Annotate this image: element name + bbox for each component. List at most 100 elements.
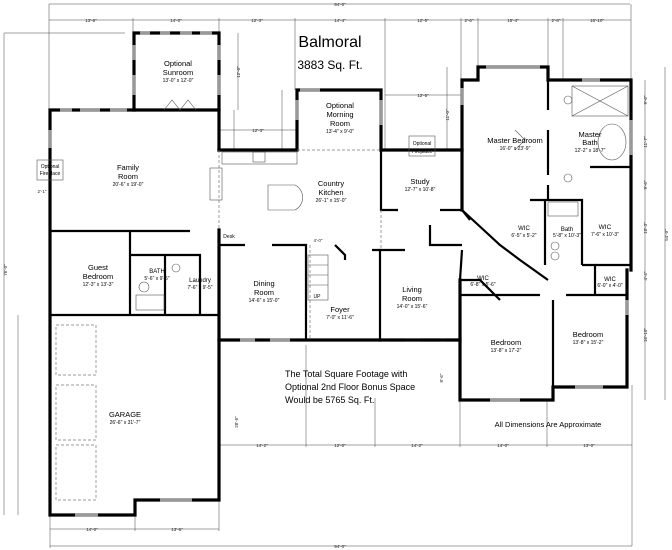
- wic-3-label: WIC: [477, 276, 489, 282]
- fireplace-left-label-1: Optional: [41, 164, 60, 170]
- morning-room-label-2: Morning: [326, 110, 353, 119]
- note-line-3: Would be 5765 Sq. Ft.: [285, 395, 374, 405]
- dimension-lines: [3, 3, 666, 548]
- square-footage: 3883 Sq. Ft.: [297, 58, 362, 72]
- dim-top: 2'-8": [552, 18, 561, 23]
- dim-top: 15'-4": [507, 18, 519, 23]
- dim-overall-top: 94'-0": [334, 2, 346, 7]
- dim-top: 14'-0": [170, 18, 182, 23]
- dim-overall-right: 54'-0": [664, 229, 669, 241]
- guest-bedroom-size: 12'-3" x 13'-3": [83, 282, 114, 288]
- dim-front: 13'-0": [583, 443, 595, 448]
- dining-room-size: 14'-6" x 15'-0": [249, 298, 280, 304]
- master-bath-label-1: Master: [579, 130, 602, 139]
- wic-1-size: 6'-5" x 5'-2": [511, 233, 536, 239]
- dim-overall-bottom: 94'-0": [334, 544, 346, 549]
- wic-2-size: 7'-6" x 10'-3": [591, 232, 619, 238]
- master-bedroom-size: 16'-0" x 23'-9": [500, 146, 531, 152]
- dim-right: 10'-3": [643, 222, 648, 234]
- garage-label: GARAGE: [109, 410, 141, 419]
- family-room-size: 20'-6" x 19'-0": [113, 182, 144, 188]
- dim-pantry: 4'-0": [314, 238, 323, 243]
- dim-garage-bottom: 13'-6": [171, 527, 183, 532]
- exterior-walls: [48, 31, 633, 517]
- family-room-label-2: Room: [118, 172, 138, 181]
- stair-label: UP: [314, 294, 322, 300]
- morning-room-size: 13'-4" x 9'-0": [326, 129, 354, 135]
- study-size: 12'-7" x 10'-8": [405, 187, 436, 193]
- wic-3-size: 6'-8" x 5'-6": [470, 282, 495, 288]
- garage-size: 26'-6" x 31'-7": [110, 420, 141, 426]
- dim-right: 9'-6": [643, 180, 648, 189]
- dim-front: 14'-2": [256, 443, 268, 448]
- kitchen-size: 26'-1" x 15'-0": [316, 198, 347, 204]
- dim-top: 2'-6": [465, 18, 474, 23]
- laundry-label: Laundry: [189, 278, 211, 284]
- foyer-label: Foyer: [330, 305, 350, 314]
- living-room-size: 14'-0" x 15'-6": [397, 304, 428, 310]
- disclaimer: All Dimensions Are Approximate: [495, 420, 602, 429]
- study-label: Study: [410, 177, 429, 186]
- dining-room-label-1: Dining: [253, 279, 274, 288]
- sunroom-label-2: Sunroom: [163, 68, 193, 77]
- dim-top: 16'-10": [590, 18, 604, 23]
- bath-size: 5'-6" x 9'-5": [144, 276, 169, 282]
- note-line-2: Optional 2nd Floor Bonus Space: [285, 382, 415, 392]
- bedroom-2-label: Bedroom: [573, 330, 603, 339]
- master-bedroom-label: Master Bedroom: [487, 136, 542, 145]
- laundry-size: 7'-6" x 9'-5": [187, 285, 212, 291]
- kitchen-label-2: Kitchen: [318, 188, 343, 197]
- dim-front: 14'-0": [497, 443, 509, 448]
- interior-walls: [50, 80, 631, 387]
- dim-right: 4'-4": [643, 271, 648, 280]
- bath-label: BATH: [149, 269, 165, 275]
- family-room-label-1: Family: [117, 163, 139, 172]
- dim-front-offset: 8'-6": [439, 373, 444, 382]
- dim-morning-offset: 12'-3": [252, 128, 264, 133]
- wic-2-label: WIC: [599, 224, 612, 231]
- dim-right: 16'-10": [643, 328, 648, 342]
- dim-top: 12'-3": [251, 18, 263, 23]
- dim-front: 12'-0": [334, 443, 346, 448]
- dim-garage-h: 28'-6": [234, 416, 239, 428]
- bedroom-1-size: 13'-8" x 17'-2": [491, 348, 522, 354]
- fireplace-study-label-1: Optional: [413, 141, 432, 147]
- dim-study-h: 11'-0": [445, 109, 450, 121]
- fixtures: [36, 85, 629, 501]
- dim-garage-bottom: 14'-0": [86, 527, 98, 532]
- dim-study-offset: 12'-5": [417, 93, 429, 98]
- foyer-size: 7'-0" x 11'-6": [326, 315, 354, 321]
- bath-2-size: 5'-8" x 10'-3": [553, 233, 581, 239]
- dining-room-label-2: Room: [254, 288, 274, 297]
- master-bath-size: 12'-2" x 18'-7": [575, 148, 606, 154]
- dim-top: 12'-5": [417, 18, 429, 23]
- morning-room-label-1: Optional: [326, 101, 354, 110]
- plan-title: Balmoral: [298, 34, 361, 51]
- wic-4-label: WIC: [604, 277, 616, 283]
- living-room-label-2: Room: [402, 294, 422, 303]
- dim-sunroom-h: 12'-0": [236, 66, 241, 78]
- bedroom-1-label: Bedroom: [491, 338, 521, 347]
- dim-overall-left: 76'-0": [3, 264, 8, 276]
- sunroom-size: 13'-0" x 12'-0": [163, 78, 194, 84]
- living-room-label-1: Living: [402, 285, 422, 294]
- dim-right: 11'-7": [643, 136, 648, 148]
- dim-fireplace-offset: 2'-1": [38, 189, 47, 194]
- wic-1-label: WIC: [518, 226, 530, 232]
- bath-2-label: Bath: [561, 227, 573, 233]
- dim-top: 14'-4": [334, 18, 346, 23]
- room-labels: Optional Sunroom 13'-0" x 12'-0" Optiona…: [40, 59, 623, 426]
- guest-bedroom-label-2: Bedroom: [83, 272, 113, 281]
- dim-right: 9'-6": [643, 95, 648, 104]
- wic-4-size: 6'-0" x 4'-0": [597, 283, 622, 289]
- morning-room-label-3: Room: [330, 119, 350, 128]
- dim-front: 14'-2": [411, 443, 423, 448]
- fireplace-left-label-2: Fireplace: [40, 171, 61, 177]
- guest-bedroom-label-1: Guest: [88, 263, 109, 272]
- sunroom-label-1: Optional: [164, 59, 192, 68]
- desk-label: Desk: [223, 234, 235, 240]
- kitchen-label-1: Country: [318, 179, 345, 188]
- master-bath-label-2: Bath: [582, 138, 597, 147]
- note-line-1: The Total Square Footage with: [285, 369, 407, 379]
